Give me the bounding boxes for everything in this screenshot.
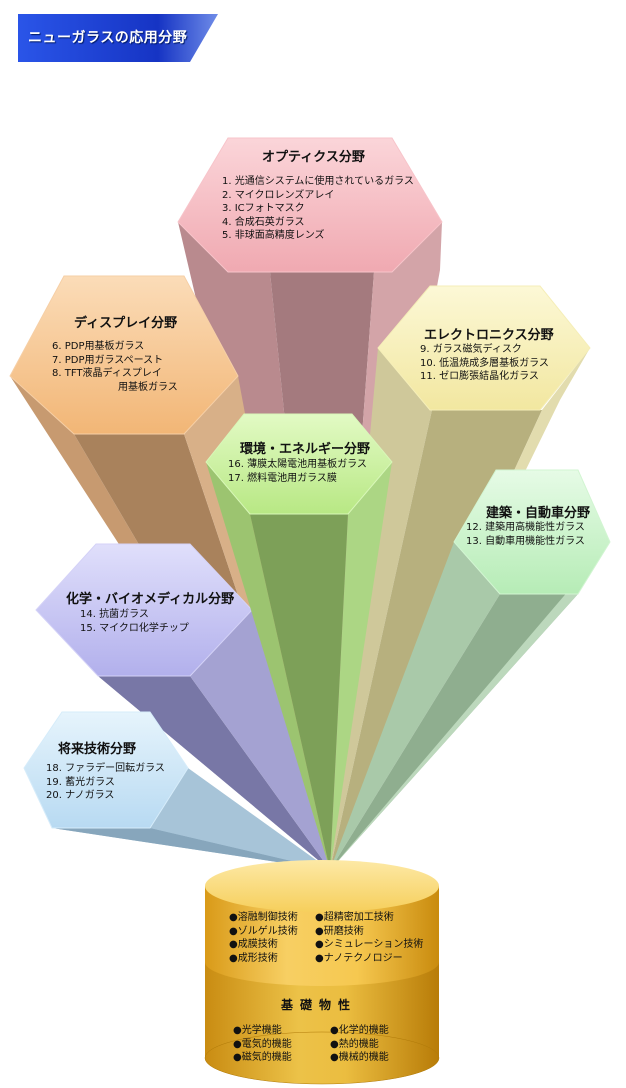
future-pillar [23,711,330,870]
base-properties-left: ●光学機能 ●電気的機能 ●磁気的機能 [233,1024,292,1065]
list-item: 用基板ガラス [118,381,178,393]
biomedical-title: 化学・バイオメディカル分野 [66,592,235,607]
list-item: 17. 燃料電池用ガラス膜 [228,472,337,484]
electronics-items: 9. ガラス磁気ディスク 10. 低温焼成多層基板ガラス 11. ゼロ膨張結晶化… [420,343,549,384]
list-item: 19. 蓄光ガラス [46,776,115,788]
list-item: 8. TFT液晶ディスプレイ [52,368,162,379]
list-item: 10. 低温焼成多層基板ガラス [420,357,549,369]
construction-hexagon [453,469,611,595]
base-properties-title: 基礎物性 [281,998,358,1012]
display-items: 6. PDP用基板ガラス 7. PDP用ガラスペースト 8. TFT液晶ディスプ… [52,340,178,394]
list-item: ●シミュレーション技術 [315,939,424,950]
list-item: ●ナノテクノロジー [315,952,403,964]
base-properties-right: ●化学的機能 ●熱的機能 ●機械的機能 [330,1024,389,1065]
list-item: ●超精密加工技術 [315,912,394,923]
list-item: 14. 抗菌ガラス [80,609,149,620]
list-item: 16. 薄膜太陽電池用基板ガラス [228,459,367,470]
future-items: 18. ファラデー回転ガラス 19. 蓄光ガラス 20. ナノガラス [46,762,165,803]
future-title: 将来技術分野 [58,742,137,757]
title-banner [18,14,218,62]
biomedical-items: 14. 抗菌ガラス 15. マイクロ化学チップ [80,608,189,635]
list-item: ●化学的機能 [330,1025,389,1036]
construction-pillar [330,469,611,870]
energy-hexagon [205,413,393,515]
list-item: 9. ガラス磁気ディスク [420,344,522,355]
list-item: ●光学機能 [233,1025,282,1036]
list-item: 13. 自動車用機能性ガラス [466,535,585,547]
list-item: ●ゾルゲル技術 [229,925,298,937]
list-item: 12. 建築用高機能性ガラス [466,522,585,533]
list-item: ●機械的機能 [330,1052,389,1063]
list-item: 4. 合成石英ガラス [222,216,305,228]
list-item: ●研磨技術 [315,925,364,937]
base-cylinder [204,860,440,1085]
electronics-hexagon [377,285,591,411]
energy-pillar [205,413,393,870]
future-hexagon [23,711,189,829]
list-item: ●溶融制御技術 [229,912,298,923]
electronics-title: エレクトロニクス分野 [424,328,554,343]
energy-items: 16. 薄膜太陽電池用基板ガラス 17. 燃料電池用ガラス膜 [228,458,367,485]
list-item: 2. マイクロレンズアレイ [222,189,335,201]
construction-items: 12. 建築用高機能性ガラス 13. 自動車用機能性ガラス [466,521,585,548]
list-item: 3. ICフォトマスク [222,203,305,214]
page-title: ニューガラスの応用分野 [28,30,188,46]
list-item: 5. 非球面高精度レンズ [222,230,325,241]
list-item: 6. PDP用基板ガラス [52,341,145,352]
base-technologies-left: ●溶融制御技術 ●ゾルゲル技術 ●成膜技術 ●成形技術 [229,911,298,965]
list-item: ●磁気的機能 [233,1052,292,1063]
optics-hexagon [177,137,443,273]
list-item: ●成形技術 [229,952,278,964]
list-item: 11. ゼロ膨張結晶化ガラス [420,371,539,382]
display-hexagon [9,275,239,435]
list-item: 15. マイクロ化学チップ [80,622,189,634]
optics-title: オプティクス分野 [262,150,365,165]
display-title: ディスプレイ分野 [74,316,178,331]
list-item: 20. ナノガラス [46,790,115,801]
energy-title: 環境・エネルギー分野 [240,442,371,457]
list-item: 7. PDP用ガラスペースト [52,354,164,366]
list-item: ●成膜技術 [229,939,278,950]
list-item: ●電気的機能 [233,1038,292,1050]
optics-items: 1. 光通信システムに使用されているガラス 2. マイクロレンズアレイ 3. I… [222,175,414,243]
list-item: 18. ファラデー回転ガラス [46,763,165,774]
list-item: 1. 光通信システムに使用されているガラス [222,176,414,187]
base-technologies-right: ●超精密加工技術 ●研磨技術 ●シミュレーション技術 ●ナノテクノロジー [315,911,423,965]
construction-title: 建築・自動車分野 [486,506,591,521]
list-item: ●熱的機能 [330,1038,379,1050]
